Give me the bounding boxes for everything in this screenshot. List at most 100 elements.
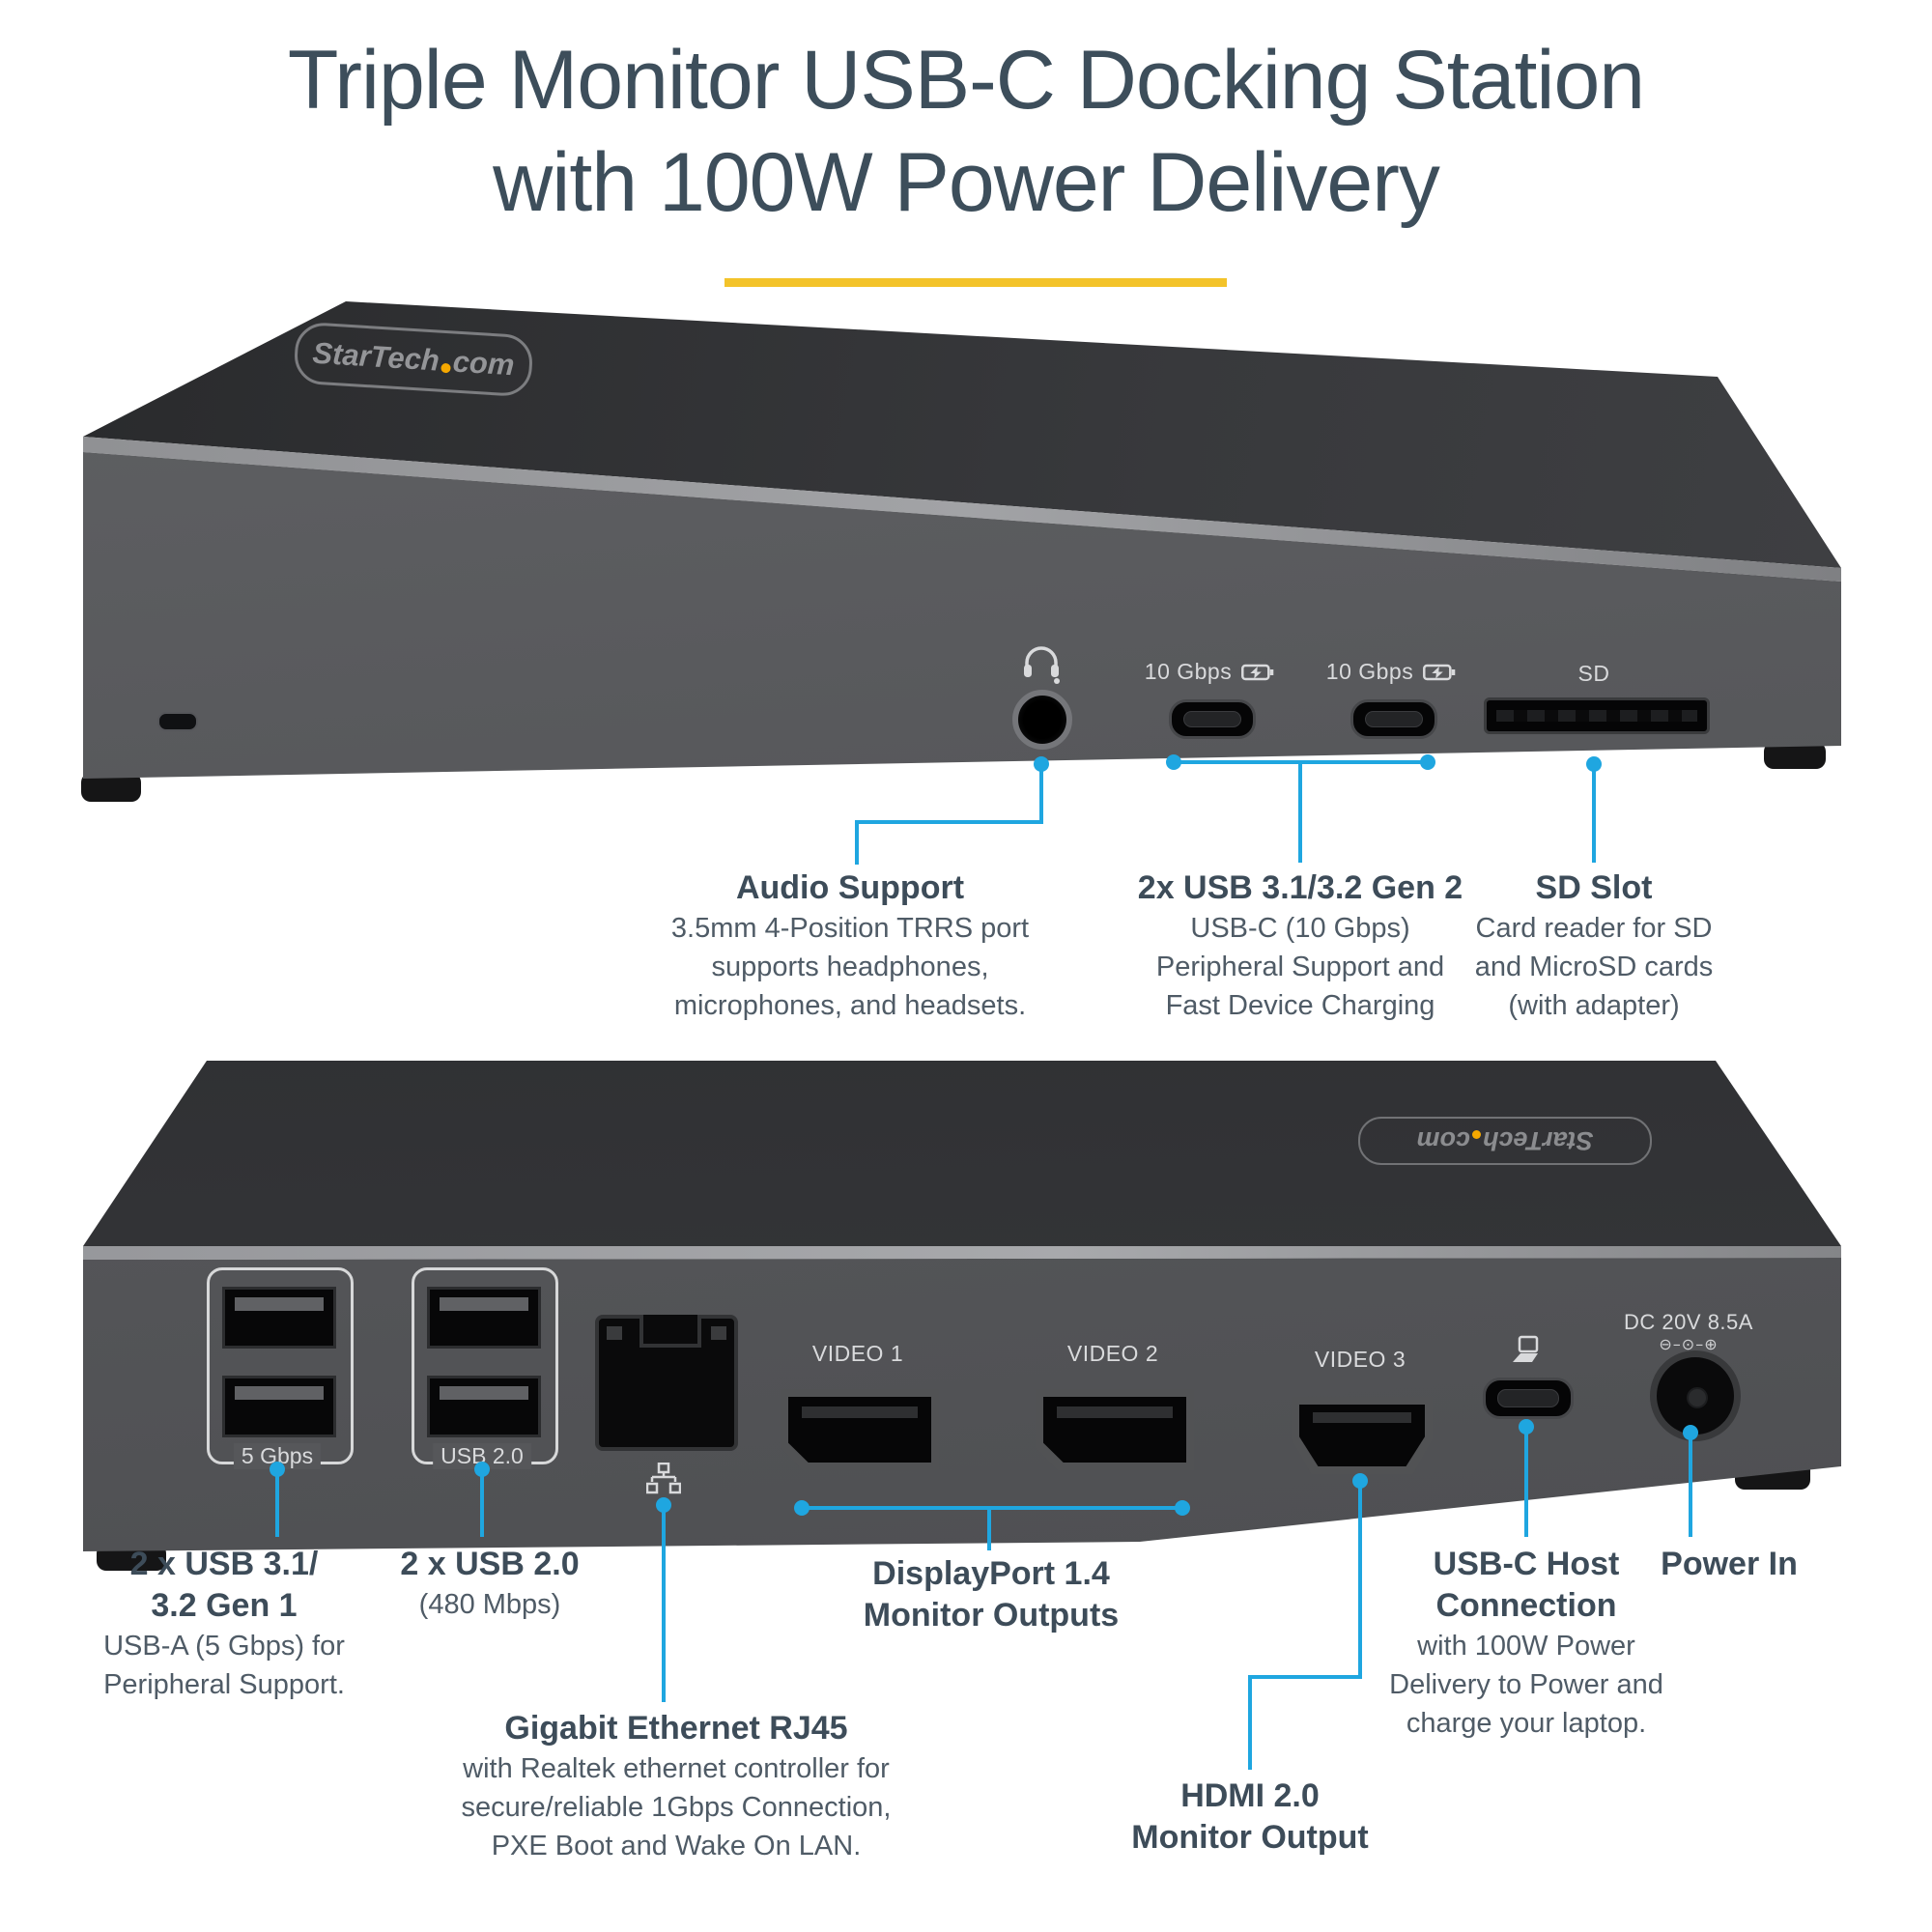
usbc-port-2 [1350, 699, 1437, 739]
logo-orange-dot-icon [440, 362, 451, 374]
hdmi-port [1292, 1397, 1433, 1474]
callout-body-line: secure/reliable 1Gbps Connection, [461, 1792, 892, 1823]
callout-audio-support: Audio Support 3.5mm 4-Position TRRS port… [671, 867, 1029, 1025]
callout-heading: Monitor Outputs [863, 1597, 1120, 1634]
logo-text-left: StarTech [311, 335, 440, 378]
callout-body-line: USB-A (5 Gbps) for [103, 1631, 345, 1662]
ethernet-network-icon [645, 1462, 682, 1500]
callout-heading: 2x USB 3.1/3.2 Gen 2 [1137, 869, 1463, 906]
video1-label: VIDEO 1 [812, 1341, 903, 1367]
video3-text: VIDEO 3 [1314, 1347, 1406, 1372]
sd-card-slot [1484, 697, 1710, 734]
logo-orange-dot-icon [1472, 1130, 1481, 1140]
usb-a-port [222, 1376, 336, 1437]
headset-icon [1020, 641, 1063, 689]
displayport-port-1 [781, 1389, 939, 1470]
displayport-callout-dot [1175, 1500, 1190, 1516]
title-line-1: Triple Monitor USB-C Docking Station [287, 34, 1645, 127]
page-title: Triple Monitor USB-C Docking Station wit… [0, 29, 1932, 234]
sd-slot-label: SD [1578, 661, 1610, 687]
callout-body-line: supports headphones, [711, 952, 989, 982]
callout-heading: Connection [1435, 1587, 1617, 1624]
displayport-port-2 [1036, 1389, 1194, 1470]
callout-gigabit-ethernet: Gigabit Ethernet RJ45 with Realtek ether… [462, 1708, 892, 1865]
callout-heading: Power In [1661, 1546, 1798, 1582]
logo-text-left: StarTech [1483, 1126, 1594, 1156]
video1-text: VIDEO 1 [811, 1341, 904, 1366]
callout-heading: SD Slot [1535, 869, 1653, 906]
callout-body-line: PXE Boot and Wake On LAN. [491, 1831, 862, 1861]
usbc-host-callout-line [1524, 1427, 1528, 1537]
usb31-callout-line [275, 1469, 279, 1537]
callout-body-line: charge your laptop. [1406, 1708, 1647, 1739]
callout-body-line: Peripheral Support and [1155, 952, 1445, 982]
callout-displayport: DisplayPort 1.4 Monitor Outputs [864, 1553, 1119, 1636]
usb20-callout-line [480, 1469, 484, 1537]
callout-body-line: Fast Device Charging [1165, 990, 1435, 1021]
usbc-port-1 [1169, 699, 1256, 739]
dc-power-label: DC 20V 8.5A [1624, 1310, 1753, 1335]
callout-heading: 2 x USB 3.1/ [129, 1546, 319, 1582]
callout-body-line: 3.5mm 4-Position TRRS port [670, 913, 1030, 944]
callout-body-line: microphones, and headsets. [673, 990, 1027, 1021]
logo-text-right: com [451, 344, 516, 383]
sd-callout-line [1592, 764, 1596, 863]
callout-heading: 3.2 Gen 1 [151, 1587, 298, 1624]
rj45-ethernet-port [595, 1315, 738, 1451]
callout-usb31-gen1: 2 x USB 3.1/ 3.2 Gen 1 USB-A (5 Gbps) fo… [103, 1544, 345, 1704]
callout-body-line: with Realtek ethernet controller for [463, 1753, 890, 1784]
audio-callout-line [855, 820, 859, 865]
callout-sd-slot: SD Slot Card reader for SD and MicroSD c… [1475, 867, 1714, 1025]
callout-usb20: 2 x USB 2.0 (480 Mbps) [400, 1544, 579, 1624]
callout-body-line: (480 Mbps) [418, 1589, 561, 1620]
callout-body-line: with 100W Power [1417, 1631, 1635, 1662]
dc-power-text: DC 20V 8.5A [1624, 1310, 1753, 1334]
usbc-speed-label: 10 Gbps [1144, 659, 1233, 684]
usbc-callout-dot [1420, 754, 1435, 770]
power-callout-line [1689, 1433, 1692, 1537]
usb-a-port [222, 1287, 336, 1349]
sd-label: SD [1577, 661, 1610, 686]
hdmi-callout-line [1358, 1481, 1362, 1679]
callout-heading: USB-C Host [1433, 1546, 1620, 1582]
callout-hdmi: HDMI 2.0 Monitor Output [1131, 1776, 1368, 1859]
battery-charging-icon [1423, 664, 1456, 680]
callout-heading: Audio Support [735, 869, 965, 906]
callout-body-line: USB-C (10 Gbps) [1190, 913, 1410, 944]
hdmi-callout-line [1248, 1675, 1362, 1679]
usbc-port-2-label: 10 Gbps [1326, 659, 1456, 685]
logo-text-right: com [1416, 1126, 1470, 1156]
audio-jack-port [1012, 690, 1072, 750]
title-line-2: with 100W Power Delivery [493, 136, 1440, 229]
callout-body-line: Delivery to Power and [1389, 1669, 1663, 1700]
callout-body-line: (with adapter) [1508, 990, 1680, 1021]
callout-usbc-host: USB-C Host Connection with 100W Power De… [1389, 1544, 1663, 1743]
video2-text: VIDEO 2 [1066, 1341, 1159, 1366]
callout-heading: 2 x USB 2.0 [400, 1546, 580, 1582]
laptop-icon [1509, 1335, 1542, 1371]
callout-heading: Monitor Output [1131, 1819, 1369, 1856]
startech-logo-back: StarTech com [1358, 1117, 1652, 1165]
callout-power-in: Power In [1661, 1544, 1798, 1585]
usb-a-port [427, 1287, 541, 1349]
callout-heading: DisplayPort 1.4 [872, 1555, 1110, 1592]
usbc-port-1-label: 10 Gbps [1145, 659, 1274, 685]
polarity-icon: ⊖–⊙–⊕ [1659, 1335, 1719, 1353]
callout-heading: HDMI 2.0 [1180, 1777, 1320, 1814]
usbc-host-port [1483, 1378, 1574, 1419]
video3-label: VIDEO 3 [1315, 1347, 1406, 1373]
video2-label: VIDEO 2 [1067, 1341, 1158, 1367]
callout-body-line: Peripheral Support. [103, 1669, 345, 1700]
audio-callout-line [1039, 764, 1043, 824]
usb-a-port [427, 1376, 541, 1437]
battery-charging-icon [1241, 664, 1274, 680]
hdmi-callout-line [1248, 1675, 1252, 1770]
callout-body-line: and MicroSD cards [1474, 952, 1714, 982]
audio-callout-line [855, 820, 1043, 824]
displayport-callout-bracket [802, 1506, 1182, 1510]
usbc-speed-label: 10 Gbps [1325, 659, 1414, 684]
ethernet-callout-line [662, 1505, 666, 1702]
